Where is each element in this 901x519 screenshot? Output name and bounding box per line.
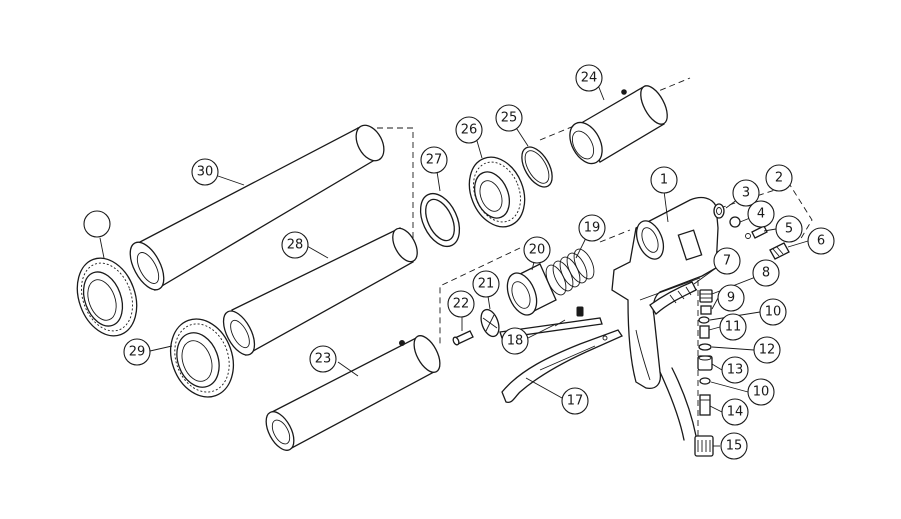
part-12-o-ring [698, 343, 712, 351]
callout-16-label: 17 [567, 394, 584, 409]
callout-17-label: 18 [507, 334, 524, 349]
callout-11: 11 [719, 313, 747, 341]
callout-8-label: 8 [762, 266, 770, 281]
callout-4: 4 [747, 200, 775, 228]
part-28-knurled-ring [170, 318, 234, 398]
part-23-threaded-housing [569, 85, 668, 165]
callout-20-label: 21 [478, 277, 495, 292]
part-15-coupler [694, 435, 714, 457]
callout-18-label: 19 [584, 221, 601, 236]
callout-18: 19 [578, 214, 606, 242]
part-22-cartridge-tube [265, 335, 441, 451]
part-14-fitting [699, 394, 711, 416]
callout-22: 23 [309, 345, 337, 373]
callout-13-label: 13 [727, 363, 744, 378]
callout-15-label: 15 [726, 439, 743, 454]
callout-17: 18 [501, 327, 529, 355]
callout-29: 30 [191, 158, 219, 186]
callout-10-lower: 10 [747, 378, 775, 406]
callout-16: 17 [561, 387, 589, 415]
callout-2: 2 [765, 164, 793, 192]
callout-5: 5 [775, 215, 803, 243]
part-25-gear-nut [468, 156, 526, 228]
callout-9-label: 9 [727, 291, 735, 306]
callout-25: 26 [455, 116, 483, 144]
part-29-cylinder-tube [129, 124, 385, 291]
callout-1: 1 [650, 166, 678, 194]
callout-23: 24 [575, 64, 603, 92]
callout-4-label: 4 [757, 207, 765, 222]
callout-26: 27 [420, 146, 448, 174]
part-10-washer-upper [698, 316, 710, 324]
callout-6: 6 [807, 227, 835, 255]
air-hose [659, 367, 697, 441]
callout-19-label: 20 [529, 243, 546, 258]
callout-27-label: 28 [287, 238, 304, 253]
part-18-spring [545, 248, 595, 296]
callout-24-label: 25 [501, 111, 518, 126]
callout-10-upper-label: 10 [765, 305, 782, 320]
callout-11-label: 11 [725, 320, 742, 335]
part-27-cylinder-tube [222, 227, 418, 356]
part-19-piston [506, 263, 557, 316]
part-5-valve-spring [745, 225, 768, 239]
part-26-o-ring [419, 192, 461, 248]
part-3-valve-seat [713, 203, 725, 219]
callout-12-label: 12 [759, 343, 776, 358]
callout-8: 8 [752, 259, 780, 287]
callout-20: 21 [472, 270, 500, 298]
callout-9: 9 [717, 284, 745, 312]
callout-10-upper: 10 [759, 298, 787, 326]
callout-15: 15 [720, 432, 748, 460]
callout-6-label: 6 [817, 234, 825, 249]
part-10-washer-lower [699, 377, 711, 385]
callout-28: 29 [123, 338, 151, 366]
callout-27: 28 [281, 231, 309, 259]
part-7-hose-fitting [649, 281, 697, 315]
callout-22-label: 23 [315, 352, 332, 367]
callout-21: 22 [447, 290, 475, 318]
callout-14-label: 14 [727, 405, 744, 420]
callout-24: 25 [495, 104, 523, 132]
callout-7-label: 7 [723, 254, 731, 269]
callout-23-label: 24 [581, 71, 598, 86]
callout-10-lower-label: 10 [753, 385, 770, 400]
callout-3: 3 [732, 179, 760, 207]
callout-1-label: 1 [660, 173, 668, 188]
part-9-spring [700, 305, 712, 315]
callout-3-label: 3 [742, 186, 750, 201]
callout-7: 7 [713, 247, 741, 275]
callout-2-label: 2 [775, 171, 783, 186]
part-20-rod-disc [480, 308, 500, 338]
part-1-gun-body [611, 196, 719, 390]
callout-30 [83, 210, 111, 238]
part-4-ball [729, 216, 741, 228]
callout-21-label: 22 [453, 297, 470, 312]
callout-12: 12 [753, 336, 781, 364]
part-24-thin-ring [521, 146, 553, 188]
part-30-knurled-ring [76, 257, 138, 337]
part-13-body-nut [697, 355, 713, 371]
part-8-nut [699, 289, 713, 303]
callout-29-label: 30 [197, 165, 214, 180]
callout-5-label: 5 [785, 222, 793, 237]
part-16-trigger [501, 329, 623, 404]
callout-19: 20 [523, 236, 551, 264]
callout-14: 14 [721, 398, 749, 426]
callout-28-label: 29 [129, 345, 146, 360]
callout-26-label: 27 [426, 153, 443, 168]
part-11-valve-stem [699, 325, 710, 339]
part-21-pin [452, 330, 474, 346]
callout-25-label: 26 [461, 123, 478, 138]
callout-13: 13 [721, 356, 749, 384]
part-6-screw [769, 242, 790, 260]
